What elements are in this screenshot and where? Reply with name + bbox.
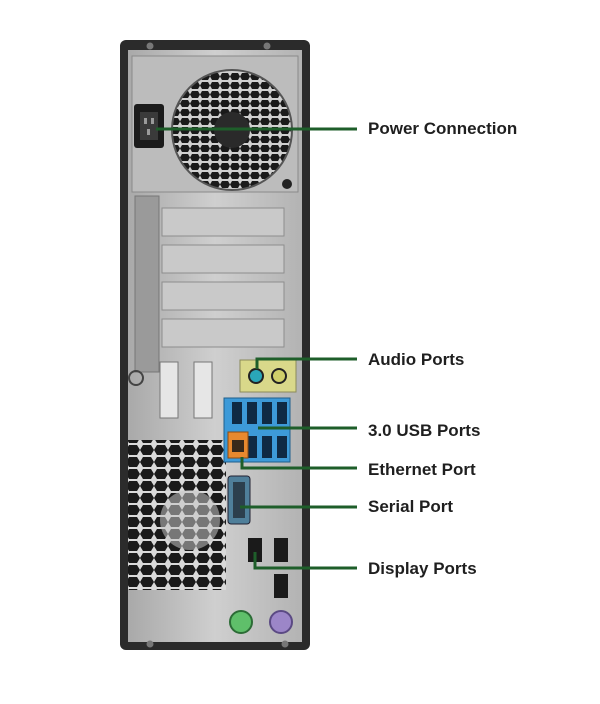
ps2-port-icon bbox=[269, 610, 293, 634]
audio-jack-icon bbox=[271, 368, 287, 384]
callout-lines bbox=[156, 127, 357, 570]
audio-jack-icon bbox=[248, 368, 264, 384]
audio-ports-label: Audio Ports bbox=[368, 350, 465, 369]
power-connection-label: Power Connection bbox=[368, 119, 518, 138]
display-port-group bbox=[248, 538, 288, 598]
callout-audio bbox=[255, 357, 357, 369]
usb-ports-label: 3.0 USB Ports bbox=[368, 421, 481, 440]
ps2-port-icon bbox=[229, 610, 253, 634]
display-ports-label: Display Ports bbox=[368, 559, 477, 578]
callout-ethernet bbox=[240, 457, 357, 470]
callout-display bbox=[253, 552, 357, 570]
serial-port-label: Serial Port bbox=[368, 497, 454, 516]
slot-rail bbox=[134, 195, 160, 373]
ethernet-port-label: Ethernet Port bbox=[368, 460, 476, 479]
expansion-slots bbox=[161, 207, 285, 348]
